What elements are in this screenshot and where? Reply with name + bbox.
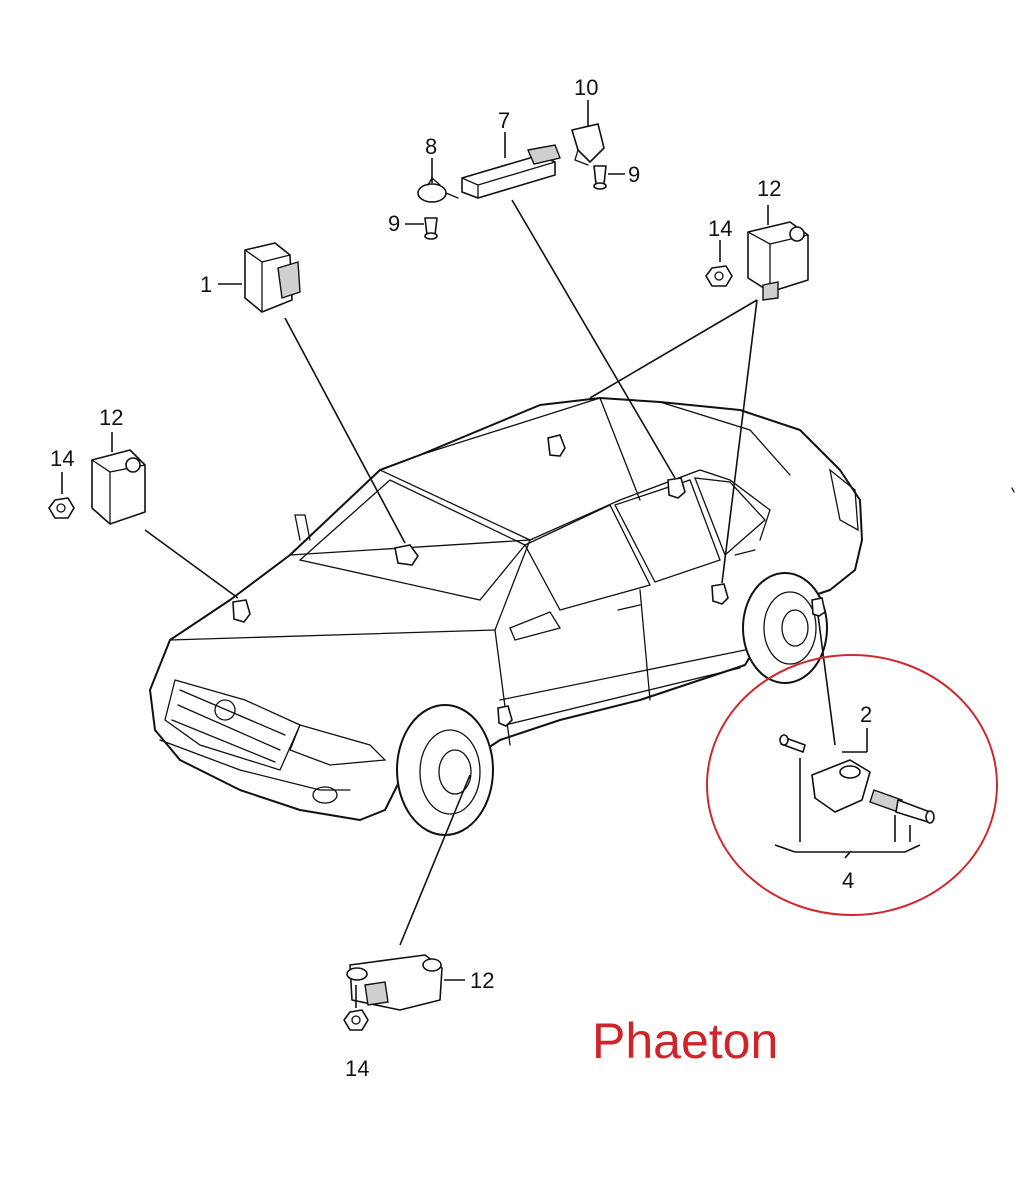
- part-10-bracket: [571, 100, 605, 166]
- callout-10: 10: [574, 75, 598, 100]
- marker-roof: [547, 434, 566, 457]
- callout-1: 1: [200, 272, 212, 297]
- car-illustration: [149, 397, 1015, 836]
- tpms-valve-stem: [869, 789, 935, 824]
- tpms-screw: [779, 734, 806, 753]
- part-14-nut-top-right: [705, 240, 733, 287]
- callout-9-left: 9: [388, 211, 400, 236]
- callout-7: 7: [498, 108, 510, 133]
- mount-location-markers: [232, 434, 826, 727]
- marker-hood: [232, 599, 251, 623]
- part-12-sensor-left: [91, 432, 146, 525]
- callout-12-top-right: 12: [757, 176, 781, 201]
- marker-front-wheel-arch: [497, 705, 513, 727]
- part-12-sensor-bottom: [346, 954, 465, 1011]
- marker-rear-door: [711, 583, 729, 605]
- part-14-nut-left: [48, 472, 75, 519]
- marker-windshield: [394, 544, 419, 566]
- callout-12-left: 12: [99, 405, 123, 430]
- part-2-tpms-sensor: [811, 728, 871, 813]
- part-1-control-module: [218, 242, 301, 313]
- highlight-circle: [706, 654, 998, 916]
- part-8-clip: [417, 158, 459, 203]
- kit-4-bracket: [774, 758, 921, 859]
- part-9-screw-right: [593, 165, 625, 190]
- callout-14-top-right: 14: [708, 216, 732, 241]
- part-7-antenna: [461, 132, 561, 199]
- leader-lines: [144, 199, 836, 946]
- callout-2: 2: [860, 702, 872, 727]
- marker-rear-pillar: [667, 477, 686, 499]
- callout-12-bottom: 12: [470, 968, 494, 993]
- callout-labels: 1 2 4 7 8 9 9 10 12 14 12 14 12 14: [50, 75, 872, 1081]
- part-12-sensor-top-right: [747, 205, 809, 301]
- callout-4: 4: [842, 868, 854, 893]
- part-9-screw-left: [405, 217, 438, 240]
- callout-14-left: 14: [50, 446, 74, 471]
- part-14-nut-bottom: [343, 985, 369, 1031]
- callout-8: 8: [425, 134, 437, 159]
- callout-9-right: 9: [628, 162, 640, 187]
- model-label: Phaeton: [592, 1013, 778, 1069]
- marker-rear-wheel: [811, 597, 826, 617]
- callout-14-bottom: 14: [345, 1056, 369, 1081]
